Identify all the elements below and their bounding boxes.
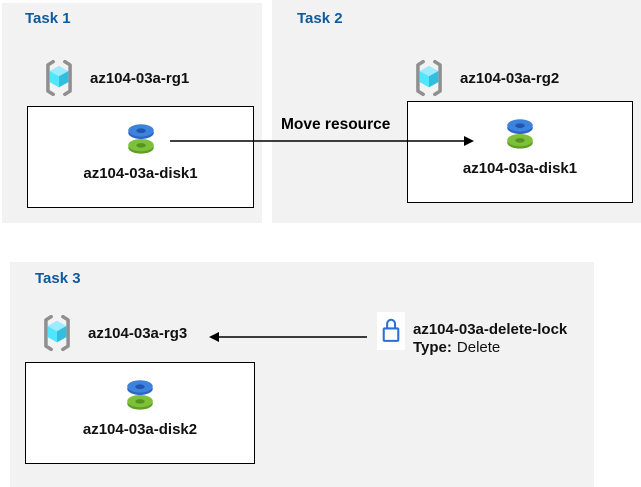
task1-resource-group: az104-03a-rg1 — [38, 57, 189, 99]
resource-group-icon — [36, 312, 78, 354]
disk-icon — [500, 115, 540, 151]
disk-icon — [120, 376, 160, 412]
task3-disk-label: az104-03a-disk2 — [82, 421, 198, 438]
lock-annotation: az104-03a-delete-lock Type:Delete — [413, 321, 567, 357]
task2-title: Task 2 — [297, 10, 343, 27]
lock-type-label: Type: — [413, 339, 452, 356]
lock-arrow-icon — [209, 332, 367, 342]
disk-icon — [121, 120, 161, 156]
resource-group-icon — [38, 57, 80, 99]
lock-chip — [377, 312, 405, 350]
task3-title: Task 3 — [35, 270, 81, 287]
task1-resource-group-label: az104-03a-rg1 — [90, 69, 190, 87]
task2-resource-group-label: az104-03a-rg2 — [460, 69, 560, 87]
resource-group-icon — [408, 57, 450, 99]
task2-disk-box: az104-03a-disk1 — [407, 101, 633, 203]
task1-disk-label: az104-03a-disk1 — [83, 165, 198, 182]
task3-resource-group: az104-03a-rg3 — [36, 312, 187, 354]
task1-disk-box: az104-03a-disk1 — [27, 106, 254, 208]
lock-name-label: az104-03a-delete-lock — [413, 321, 568, 338]
move-resource-arrow-icon — [170, 136, 474, 146]
lock-icon — [379, 314, 403, 348]
task2-disk-label: az104-03a-disk1 — [462, 160, 578, 177]
move-resource-label: Move resource — [281, 116, 391, 133]
task2-resource-group: az104-03a-rg2 — [408, 57, 559, 99]
lock-type-value: Delete — [456, 339, 501, 356]
lock-type-line: Type:Delete — [413, 339, 567, 357]
task1-title: Task 1 — [25, 10, 71, 27]
task3-resource-group-label: az104-03a-rg3 — [88, 324, 188, 342]
task3-disk-box: az104-03a-disk2 — [25, 362, 255, 464]
